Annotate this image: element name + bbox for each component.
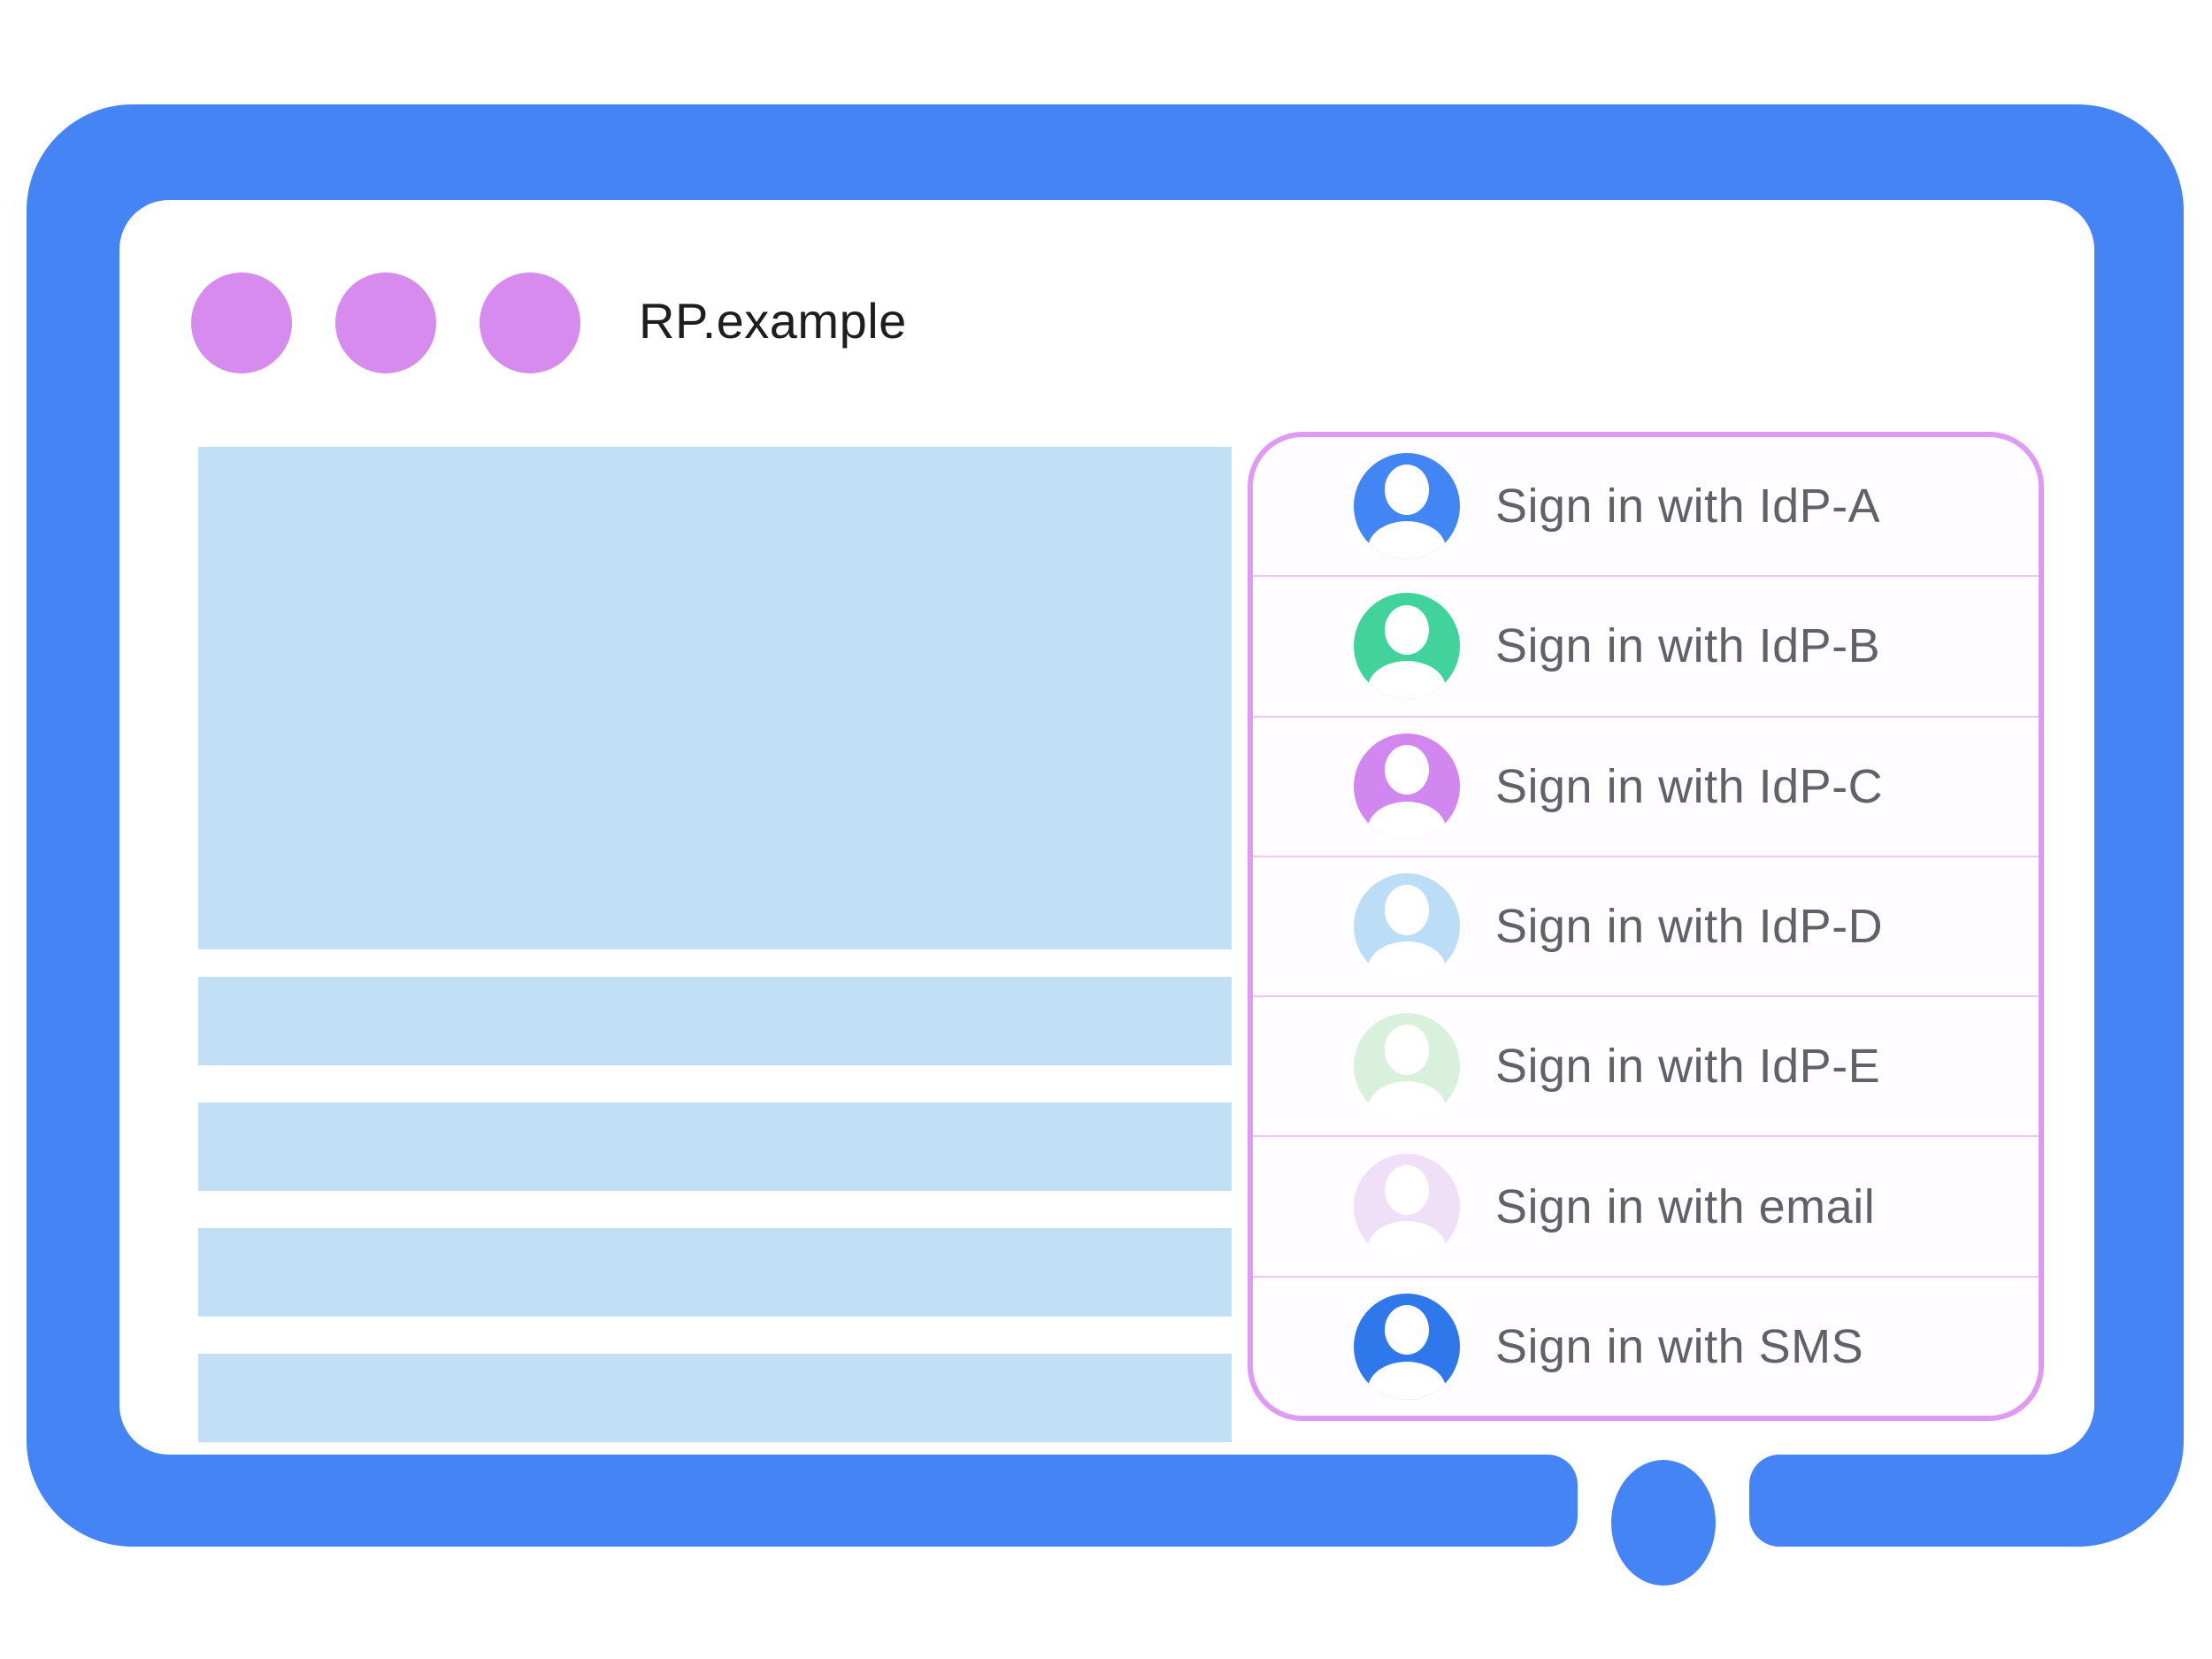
window-dot-icon (191, 273, 292, 373)
person-icon (1354, 1153, 1460, 1260)
sign-in-option-idp-a[interactable]: Sign in with IdP-A (1253, 437, 2039, 575)
bottom-bar-right-cap (1749, 1455, 1811, 1547)
hero-image-placeholder (198, 447, 1232, 949)
window-dot-icon (335, 273, 436, 373)
person-icon (1354, 1293, 1460, 1400)
text-line-placeholder (198, 1228, 1232, 1317)
sign-in-option-label: Sign in with SMS (1495, 1319, 1864, 1373)
sign-in-option-email[interactable]: Sign in with email (1253, 1135, 2039, 1275)
sign-in-option-idp-e[interactable]: Sign in with IdP-E (1253, 995, 2039, 1135)
sign-in-option-sms[interactable]: Sign in with SMS (1253, 1275, 2039, 1416)
sign-in-option-label: Sign in with IdP-D (1495, 899, 1884, 953)
person-icon (1354, 593, 1460, 700)
page-title: RP.example (639, 293, 907, 349)
person-icon (1354, 453, 1460, 560)
home-button-oval-icon (1611, 1460, 1716, 1586)
sign-in-option-label: Sign in with IdP-C (1495, 759, 1884, 813)
sign-in-option-idp-b[interactable]: Sign in with IdP-B (1253, 575, 2039, 715)
sign-in-option-label: Sign in with IdP-A (1495, 480, 1881, 534)
sign-in-option-label: Sign in with IdP-E (1495, 1040, 1881, 1094)
sign-in-option-label: Sign in with email (1495, 1179, 1876, 1233)
sign-in-panel: Sign in with IdP-A Sign in with IdP-B Si… (1248, 432, 2044, 1421)
person-icon (1354, 733, 1460, 840)
bottom-bar-left-cap (1516, 1455, 1578, 1547)
person-icon (1354, 1013, 1460, 1120)
sign-in-option-idp-d[interactable]: Sign in with IdP-D (1253, 855, 2039, 995)
window-dot-icon (480, 273, 580, 373)
text-line-placeholder (198, 1354, 1232, 1442)
sign-in-option-label: Sign in with IdP-B (1495, 619, 1881, 673)
text-line-placeholder (198, 977, 1232, 1065)
sign-in-option-idp-c[interactable]: Sign in with IdP-C (1253, 715, 2039, 856)
text-line-placeholder (198, 1102, 1232, 1191)
person-icon (1354, 872, 1460, 979)
